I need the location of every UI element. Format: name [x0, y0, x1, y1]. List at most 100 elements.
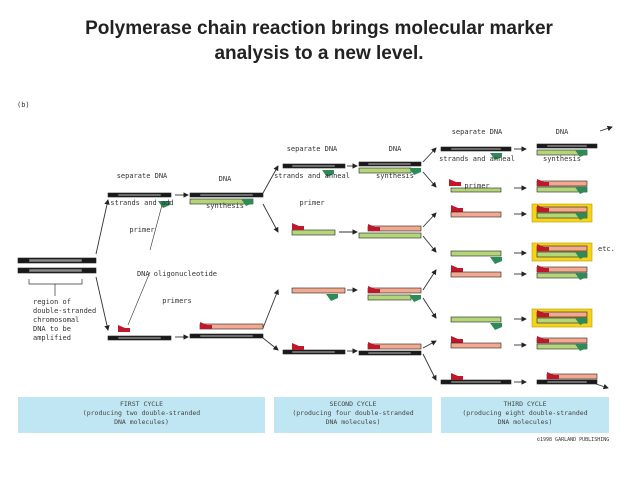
green-strand — [450, 316, 502, 323]
title-line-1: Polymerase chain reaction brings molecul… — [85, 18, 553, 39]
green-strand — [450, 187, 502, 193]
title-line-2: analysis to a new level. — [214, 43, 424, 64]
red-primer — [537, 336, 549, 343]
cycle-desc: DNA molecules) — [114, 418, 169, 426]
separate-add-label: separate DNA strands and add primer — [102, 154, 182, 244]
primer-pointer — [127, 271, 151, 326]
green-primer — [575, 273, 587, 280]
red-primer — [292, 343, 304, 350]
cycle-name: SECOND CYCLE — [329, 400, 377, 408]
cycle-name: FIRST CYCLE — [119, 400, 164, 408]
new-green-strand — [367, 294, 412, 301]
salmon-strand — [450, 271, 502, 278]
arrow — [422, 297, 437, 319]
cycle-desc: (producing four double-stranded — [292, 409, 414, 417]
label-line: separate DNA — [451, 128, 503, 136]
panel-label: (b) — [17, 101, 30, 109]
label-line: separate DNA — [116, 172, 168, 180]
red-primer — [547, 372, 559, 379]
arrow — [422, 212, 437, 228]
green-primer — [241, 199, 253, 206]
green-primer — [575, 252, 587, 259]
cycle-desc: (producing eight double-stranded — [462, 409, 588, 417]
third-cycle-box: THIRD CYCLE (producing eight double-stra… — [441, 397, 609, 433]
arrow — [422, 235, 437, 253]
red-primer — [200, 322, 212, 329]
label-line: primer — [299, 199, 325, 207]
red-primer — [451, 265, 463, 272]
green-strand — [358, 232, 422, 239]
region-label-line: region of — [33, 298, 71, 306]
label-line: primer — [129, 226, 155, 234]
template-region — [367, 162, 412, 166]
label-line: DNA — [388, 145, 402, 153]
template-region — [546, 144, 588, 148]
red-primer — [537, 310, 549, 317]
separate-anneal-label-3: separate DNA strands and anneal primer — [437, 110, 517, 200]
label-line: synthesis — [543, 155, 581, 163]
dna-synthesis-label-1: DNA synthesis — [200, 157, 250, 220]
arrow — [422, 147, 437, 163]
red-primer — [451, 336, 463, 343]
label-line: strands and anneal — [274, 172, 350, 180]
region-label: region of double-stranded chromosomal DN… — [33, 298, 96, 343]
template-region — [546, 380, 588, 384]
green-primer — [490, 153, 502, 160]
dna-synthesis-label-3: DNA synthesis — [537, 110, 587, 173]
red-primer — [368, 224, 380, 231]
arrow — [262, 165, 279, 194]
green-strand — [450, 250, 502, 257]
green-primer — [490, 323, 502, 330]
red-primer — [537, 179, 549, 186]
region-label-line: double-stranded — [33, 307, 97, 315]
red-primer — [368, 286, 380, 293]
green-primer — [575, 187, 587, 194]
label-line: DNA — [218, 175, 232, 183]
green-primer — [575, 344, 587, 351]
arrow — [422, 171, 437, 188]
region-label-line: chromosomal — [33, 316, 80, 324]
label-line: synthesis — [206, 202, 244, 210]
separate-anneal-label-2: separate DNA strands and anneal primer — [272, 127, 352, 217]
red-primer — [451, 205, 463, 212]
arrow — [422, 353, 437, 381]
template-region — [291, 350, 336, 354]
green-primer — [409, 295, 421, 302]
red-primer — [451, 373, 463, 380]
green-primer — [326, 294, 338, 301]
label-line: DNA oligonucleotide — [136, 270, 218, 278]
template-region — [367, 351, 412, 355]
label-line: primer — [464, 182, 490, 190]
arrow — [422, 269, 437, 291]
label-line: primers — [162, 297, 192, 305]
green-primer — [490, 257, 502, 264]
red-primer — [368, 342, 380, 349]
label-line: separate DNA — [286, 145, 338, 153]
template-region — [199, 334, 254, 338]
etc-label: etc. — [598, 245, 615, 253]
copyright-notice: ©1998 GARLAND PUBLISHING — [537, 437, 610, 443]
template-region — [291, 164, 336, 168]
template-region — [28, 258, 83, 263]
green-primer — [575, 213, 587, 220]
template-region — [450, 147, 502, 151]
red-primer — [449, 179, 461, 186]
arrow — [422, 340, 437, 349]
red-primer — [118, 325, 130, 332]
green-primer — [409, 168, 421, 175]
red-primer — [537, 205, 549, 212]
arrow — [599, 125, 613, 132]
template-region — [117, 193, 162, 197]
arrow — [262, 203, 279, 233]
red-primer — [292, 223, 304, 230]
green-primer — [322, 170, 334, 177]
first-cycle-box: FIRST CYCLE (producing two double-strand… — [18, 397, 265, 433]
salmon-strand — [450, 211, 502, 218]
cycle-name: THIRD CYCLE — [503, 400, 547, 408]
salmon-strand — [450, 342, 502, 349]
template-region — [199, 193, 254, 197]
label-line: strands and add — [110, 199, 174, 207]
region-bracket — [28, 279, 83, 285]
label-line: strands and anneal — [439, 155, 515, 163]
